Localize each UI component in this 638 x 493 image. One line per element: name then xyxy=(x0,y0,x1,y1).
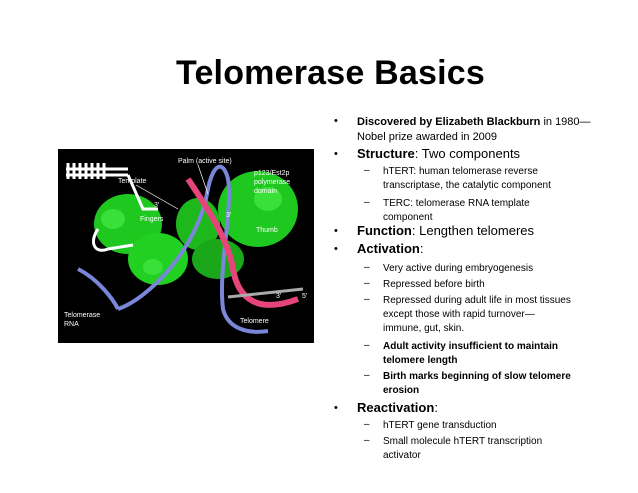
rna-hairpin xyxy=(66,163,158,252)
label-thumb: Thumb xyxy=(256,227,278,234)
bullet-marker: • xyxy=(334,148,338,160)
bullet-function-bold: Function xyxy=(357,223,412,238)
bullet-function-rest: : Lengthen telomeres xyxy=(411,223,535,238)
bullet-structure: Structure: Two components xyxy=(357,146,520,162)
leader-template xyxy=(135,184,179,210)
telomerase-structure-figure: Palm (active site) Template p123/Est2p p… xyxy=(58,149,314,343)
bullet-marker: • xyxy=(334,402,338,414)
bullet-reactivation-bold: Reactivation xyxy=(357,400,435,415)
label-fingers: Fingers xyxy=(140,216,164,223)
dash-marker: – xyxy=(364,165,370,176)
telomerase-diagram: Palm (active site) Template p123/Est2p p… xyxy=(64,158,307,334)
bullet-discovered-bold: Discovered by Elizabeth Blackburn xyxy=(357,116,541,128)
sub-act-3-line2: except those with rapid turnover— xyxy=(383,309,535,320)
rna-strand xyxy=(117,164,269,334)
label-p123-2: polymerase xyxy=(254,179,290,186)
bullet-structure-rest: : Two components xyxy=(414,146,521,161)
label-3prime-b: 3' xyxy=(226,212,231,219)
dash-marker: – xyxy=(364,340,370,351)
label-3prime-a: 3' xyxy=(154,202,159,209)
telomere-strand xyxy=(185,177,300,308)
label-5prime: 5' xyxy=(302,293,307,300)
sub-act-2: Repressed before birth xyxy=(383,279,485,290)
sub-act-5-line1: Birth marks beginning of slow telomere xyxy=(383,371,571,382)
sub-act-3-line1: Repressed during adult life in most tiss… xyxy=(383,295,571,306)
sub-htert-line2: transcriptase, the catalytic component xyxy=(383,180,551,191)
dash-marker: – xyxy=(364,294,370,305)
slide-title: Telomerase Basics xyxy=(176,54,485,92)
sub-react-2-line2: activator xyxy=(383,450,421,461)
dash-marker: – xyxy=(364,197,370,208)
bullet-activation: Activation: xyxy=(357,241,423,257)
label-p123-3: domain xyxy=(254,188,277,195)
label-template: Template xyxy=(118,178,147,185)
bullet-discovered-rest: in 1980— xyxy=(540,116,591,128)
bullet-activation-rest: : xyxy=(419,241,424,256)
bullet-discovered-line2: Nobel prize awarded in 2009 xyxy=(357,131,498,143)
label-palm: Palm (active site) xyxy=(178,158,232,165)
sub-act-4-line2: telomere length xyxy=(383,355,458,366)
leader-palm xyxy=(197,164,209,195)
sub-act-4: Adult activity insufficient to maintain xyxy=(383,340,558,354)
bullet-marker: • xyxy=(334,225,338,237)
sub-act-5-cont: erosion xyxy=(383,384,419,398)
label-telomerase-rna-2: RNA xyxy=(64,321,79,328)
bullet-discovered: Discovered by Elizabeth Blackburn in 198… xyxy=(357,115,591,130)
sub-act-1: Very active during embryogenesis xyxy=(383,263,534,274)
bullet-marker: • xyxy=(334,243,338,255)
bullet-activation-bold: Activation xyxy=(357,241,420,256)
rna-strand-tail xyxy=(77,267,120,310)
sub-terc-line2: component xyxy=(383,212,433,223)
label-telomerase-rna-1: Telomerase xyxy=(64,312,100,319)
label-telomere: Telomere xyxy=(240,318,269,325)
bullet-reactivation: Reactivation: xyxy=(357,400,438,416)
bullet-marker: • xyxy=(334,115,338,127)
protein-domains xyxy=(94,171,298,285)
sub-act-5: Birth marks beginning of slow telomere xyxy=(383,370,571,384)
sub-react-1: hTERT gene transduction xyxy=(383,420,497,431)
dash-marker: – xyxy=(364,262,370,273)
dash-marker: – xyxy=(364,278,370,289)
dash-marker: – xyxy=(364,435,370,446)
bullet-function: Function: Lengthen telomeres xyxy=(357,223,534,239)
sub-act-3-line3: immune, gut, skin. xyxy=(383,323,465,334)
sub-terc-line1: TERC: telomerase RNA template xyxy=(383,198,530,209)
label-p123-1: p123/Est2p xyxy=(254,170,290,177)
dash-marker: – xyxy=(364,419,370,430)
bullet-structure-bold: Structure xyxy=(357,146,415,161)
label-3prime-c: 3' xyxy=(276,293,281,300)
dash-marker: – xyxy=(364,370,370,381)
sub-act-5-line2: erosion xyxy=(383,385,420,396)
bullet-reactivation-rest: : xyxy=(434,400,438,415)
sub-htert-line1: hTERT: human telomerase reverse xyxy=(383,166,538,177)
sub-act-4-cont: telomere length xyxy=(383,354,457,368)
dna-strand xyxy=(227,287,304,299)
sub-react-2-line1: Small molecule hTERT transcription xyxy=(383,436,543,447)
sub-act-4-line1: Adult activity insufficient to maintain xyxy=(383,341,559,352)
